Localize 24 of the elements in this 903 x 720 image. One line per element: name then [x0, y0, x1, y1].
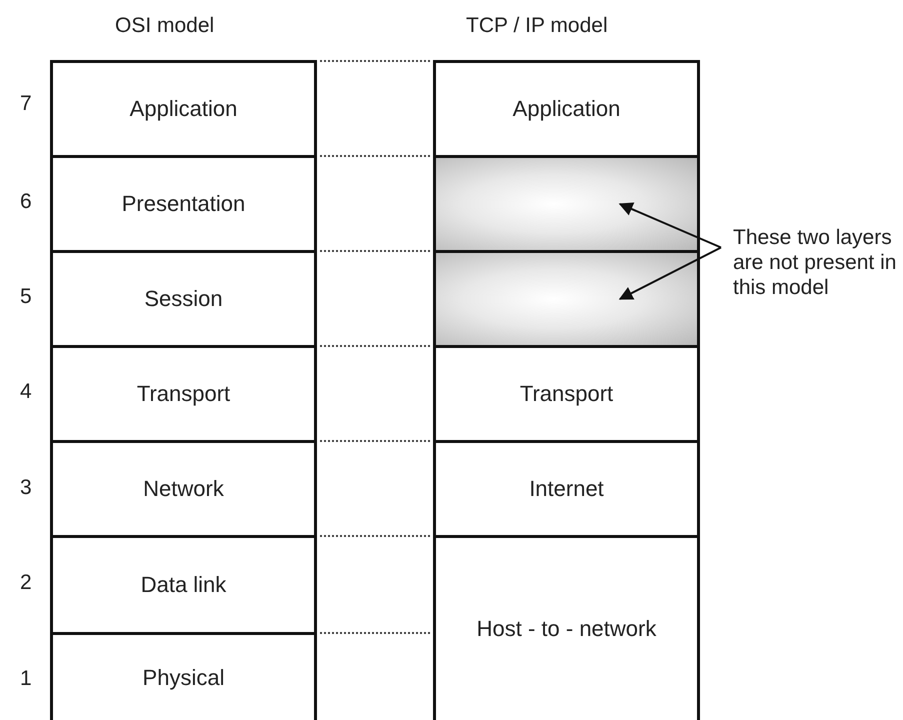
column-heading: OSI model	[115, 14, 214, 38]
arrow	[618, 202, 722, 248]
layer-box: Network	[50, 440, 317, 538]
layer-box: Data link	[50, 535, 317, 635]
layer-number: 7	[20, 92, 32, 116]
layer-box: Transport	[50, 345, 317, 443]
layer-number: 1	[20, 667, 32, 691]
column-heading: TCP / IP model	[466, 14, 608, 38]
layer-box: Transport	[433, 345, 700, 443]
layer-number: 5	[20, 285, 32, 309]
arrow	[618, 246, 722, 300]
layer-box: Physical	[50, 632, 317, 720]
layer-number: 6	[20, 190, 32, 214]
shaded-layer-box	[433, 250, 700, 348]
layer-box: Host - to - network	[433, 535, 700, 720]
layer-box: Application	[50, 60, 317, 158]
layer-box: Presentation	[50, 155, 317, 253]
layer-number: 2	[20, 571, 32, 595]
shaded-layer-box	[433, 155, 700, 253]
annotation-text: These two layers are not present in this model	[733, 195, 901, 330]
layer-box: Session	[50, 250, 317, 348]
layer-box: Internet	[433, 440, 700, 538]
layer-number: 4	[20, 380, 32, 404]
layer-number: 3	[20, 476, 32, 500]
